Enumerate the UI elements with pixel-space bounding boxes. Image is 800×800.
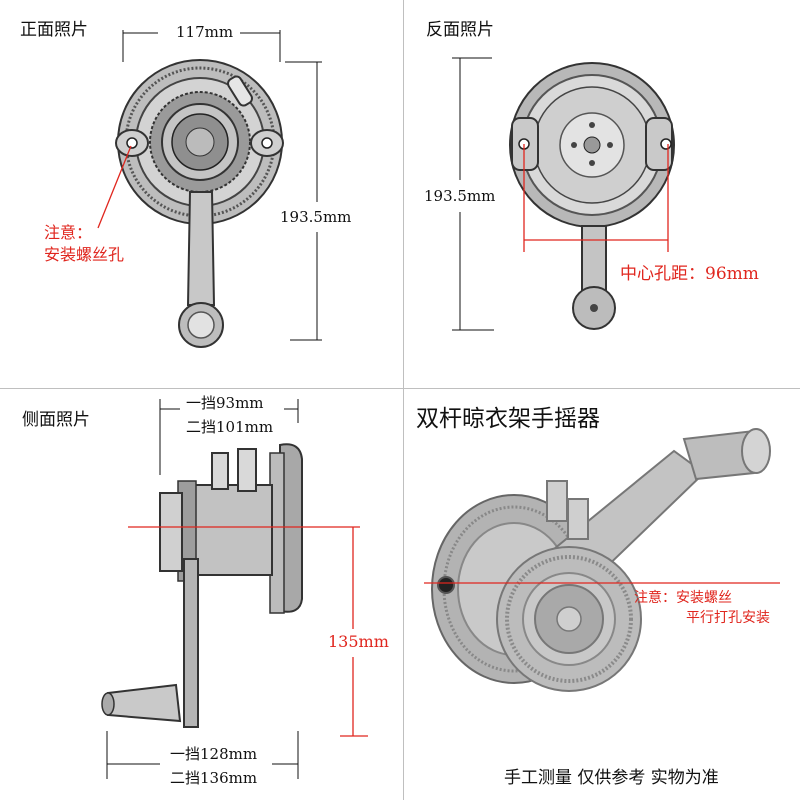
side-photo-panel: 侧面照片 xyxy=(0,389,404,800)
side-panel-title: 侧面照片 xyxy=(22,410,90,430)
front-width-dimension: 117mm xyxy=(176,23,234,41)
measurement-disclaimer: 手工测量 仅供参考 实物为准 xyxy=(504,768,719,788)
front-photo-panel: 正面照片 xyxy=(0,0,404,389)
back-photo-panel: 反面照片 19 xyxy=(404,0,800,389)
product-name: 双杆晾衣架手摇器 xyxy=(416,406,600,432)
front-drawing xyxy=(97,30,322,348)
back-drawing xyxy=(452,57,675,331)
front-height-dimension: 193.5mm xyxy=(280,208,352,226)
perspective-drawing xyxy=(424,428,780,692)
front-note-text: 安装螺丝孔 xyxy=(44,245,125,264)
side-crank-image xyxy=(101,443,303,728)
side-bottom-dimension-2: 二挡136mm xyxy=(170,769,258,787)
side-drawing xyxy=(101,399,368,779)
side-top-dimension-1: 一挡93mm xyxy=(186,394,264,412)
front-note-title: 注意： xyxy=(44,223,93,242)
perspective-note-line-1: 注意：安装螺丝 xyxy=(634,590,732,606)
perspective-crank-image xyxy=(431,428,771,692)
front-crank-image xyxy=(115,59,284,348)
front-panel-title: 正面照片 xyxy=(20,20,88,40)
side-top-dimension-2: 二挡101mm xyxy=(186,418,274,436)
perspective-photo-panel: 双杆晾衣架手摇器 注意：安装螺丝 平行打孔安装 手工测量 仅供参 xyxy=(404,389,800,800)
side-height-dimension: 135mm xyxy=(328,632,389,651)
back-hole-distance: 中心孔距：96mm xyxy=(620,264,759,284)
back-crank-image xyxy=(509,62,675,330)
side-bottom-dimension-1: 一挡128mm xyxy=(170,745,258,763)
perspective-note-line-2: 平行打孔安装 xyxy=(686,610,770,626)
back-height-dimension: 193.5mm xyxy=(424,187,496,205)
back-panel-title: 反面照片 xyxy=(426,20,494,40)
